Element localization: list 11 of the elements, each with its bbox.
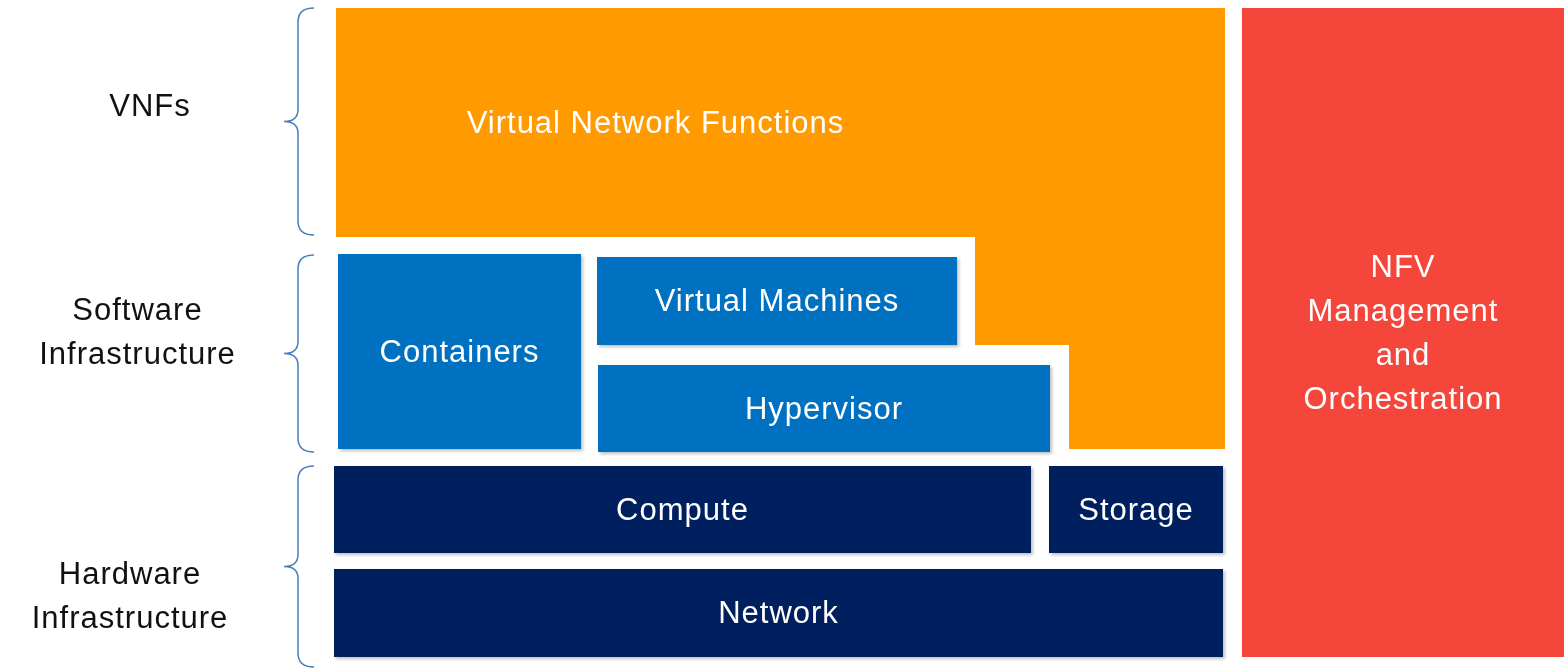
layer-block: Virtual Machines <box>597 257 957 345</box>
layer-label: Software Infrastructure <box>38 291 237 373</box>
layer-block: Network <box>334 569 1223 657</box>
layer-label: Hardware Infrastructure <box>30 555 230 637</box>
block-label: Virtual Network Functions <box>466 105 845 141</box>
layer-block: Storage <box>1049 466 1223 553</box>
layer-block: Compute <box>334 466 1031 553</box>
layer-block: Hypervisor <box>598 365 1050 452</box>
layer-block: NFV Management and Orchestration <box>1242 8 1564 657</box>
layer-label: VNFs <box>108 87 192 125</box>
layer-block: Containers <box>338 254 581 449</box>
